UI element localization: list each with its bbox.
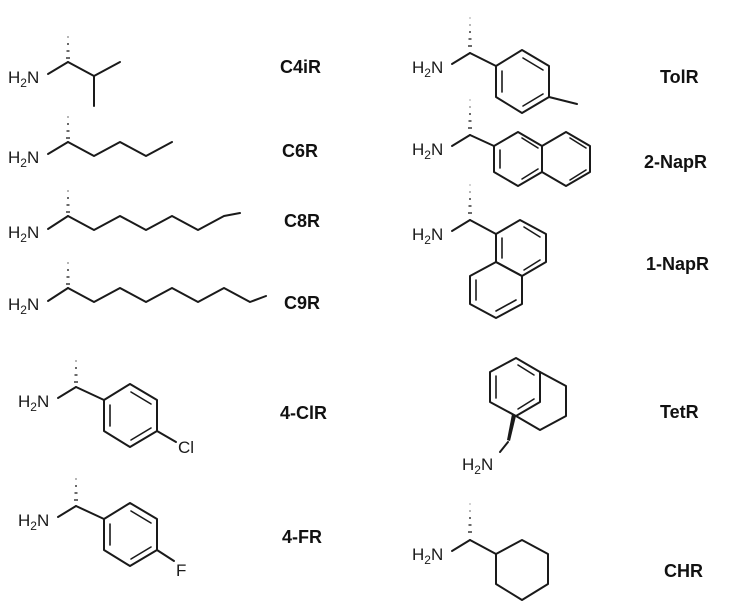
hash-bond [468,503,472,533]
amine-n: N [27,68,39,87]
structure-1-napr: H2N [412,184,547,319]
hash-bond [66,116,70,139]
label-tetr: TetR [660,402,699,422]
label-tolr: TolR [660,67,699,87]
structure-c8r: H2N [8,190,241,245]
label-4-clr: 4-ClR [280,403,327,423]
structure-c4ir: H2N [8,36,121,107]
hash-bond [74,360,78,383]
fluoro-substituent: F [176,561,186,580]
compound-labels: C4iR C6R C8R C9R 4-ClR 4-FR TolR 2-NapR … [280,57,709,581]
svg-text:H2N: H2N [18,511,49,533]
hash-bond [74,478,78,501]
svg-text:H2N: H2N [412,545,443,567]
svg-text:H2N: H2N [8,68,39,90]
hash-bond [468,99,472,129]
amine-h: H [8,68,20,87]
structure-c6r: H2N [8,116,173,170]
svg-text:H2N: H2N [8,295,39,317]
structure-4-clr: H2N Cl [18,360,194,457]
wedge-bond [507,414,516,441]
svg-text:H2N: H2N [18,392,49,414]
amine-subscript: 2 [20,76,27,90]
label-4-fr: 4-FR [282,527,322,547]
structure-4-fr: H2N F [18,478,186,580]
label-c4ir: C4iR [280,57,321,77]
hash-bond [66,190,70,213]
label-1-napr: 1-NapR [646,254,709,274]
svg-text:H2N: H2N [462,455,493,477]
label-2-napr: 2-NapR [644,152,707,172]
label-c6r: C6R [282,141,318,161]
label-c8r: C8R [284,211,320,231]
hash-bond [468,17,472,47]
label-c9r: C9R [284,293,320,313]
hash-bond [468,184,472,214]
svg-text:H2N: H2N [8,223,39,245]
svg-text:H2N: H2N [8,148,39,170]
structure-tetr: H2N [462,357,567,477]
label-chr: CHR [664,561,703,581]
structure-2-napr: H2N [412,99,591,187]
structure-tolr: H2N [412,17,578,114]
svg-text:H2N: H2N [412,58,443,80]
hash-bond [66,36,70,59]
chloro-substituent: Cl [178,438,194,457]
structure-c9r: H2N [8,262,267,317]
hash-bond [66,262,70,285]
structure-chr: H2N [412,503,549,601]
svg-text:H2N: H2N [412,225,443,247]
svg-text:H2N: H2N [412,140,443,162]
